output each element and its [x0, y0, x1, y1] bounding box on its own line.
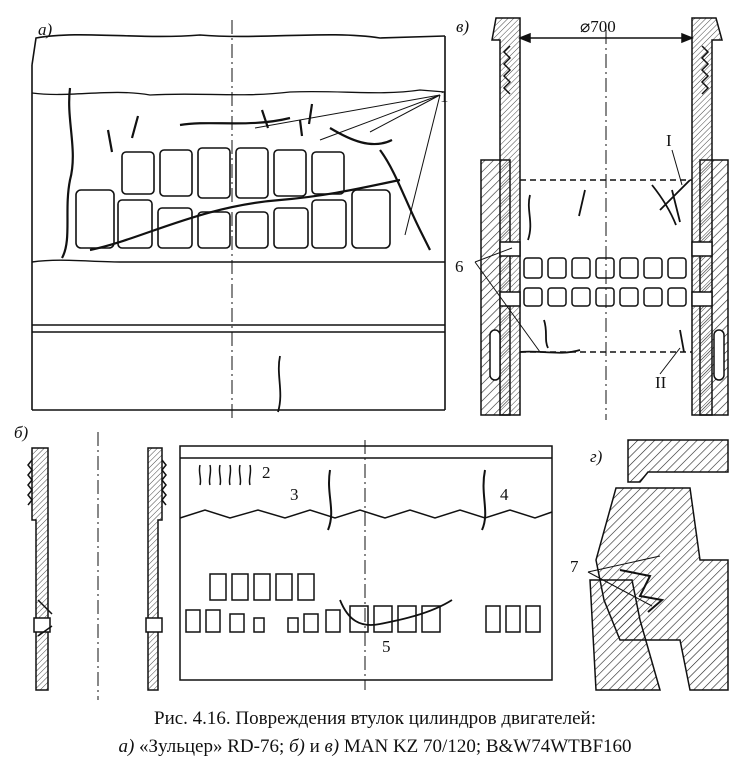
panel-a-cracks: [61, 87, 431, 413]
diameter-label: ⌀700: [580, 17, 616, 36]
panel-v-cracks: [519, 179, 691, 354]
caption-v-letter: в): [324, 736, 340, 757]
caption-a-text: «Зульцер» RD-76;: [134, 736, 289, 757]
callout-3: 3: [290, 485, 299, 504]
callout-1: 1: [440, 87, 449, 106]
panel-g-label: г): [590, 447, 603, 466]
callout-2: 2: [262, 463, 271, 482]
caption-a-letter: а): [118, 736, 135, 757]
callout-7: 7: [570, 557, 579, 576]
panel-v-label: в): [456, 17, 469, 36]
panel-v-ports: [523, 257, 687, 307]
panel-a-windows: [75, 147, 391, 249]
panel-b-dev: [179, 440, 553, 690]
callout-4: 4: [500, 485, 509, 504]
figure-caption-line2: а) «Зульцер» RD-76; б) и в) MAN KZ 70/12…: [0, 736, 750, 758]
callout-I: I: [666, 131, 672, 150]
panel-b-windows: [185, 573, 541, 633]
panel-b-liner: [27, 432, 167, 700]
panel-b-label: б): [14, 423, 29, 442]
caption-and-text: и: [304, 736, 325, 757]
panel-v: [474, 17, 729, 420]
callout-6: 6: [455, 257, 464, 276]
figure-caption-line1: Рис. 4.16. Повреждения втулок цилиндров …: [154, 708, 596, 729]
panel-a-label: а): [38, 20, 53, 39]
callout-1-leaders: [254, 94, 441, 236]
caption-b-letter: б): [288, 736, 305, 757]
panel-g: [587, 439, 729, 691]
caption-tail-text: MAN KZ 70/120; B&W74WTBF160: [339, 736, 632, 757]
callout-II: II: [655, 373, 667, 392]
callout-5: 5: [382, 637, 391, 656]
panel-a: [31, 20, 446, 420]
